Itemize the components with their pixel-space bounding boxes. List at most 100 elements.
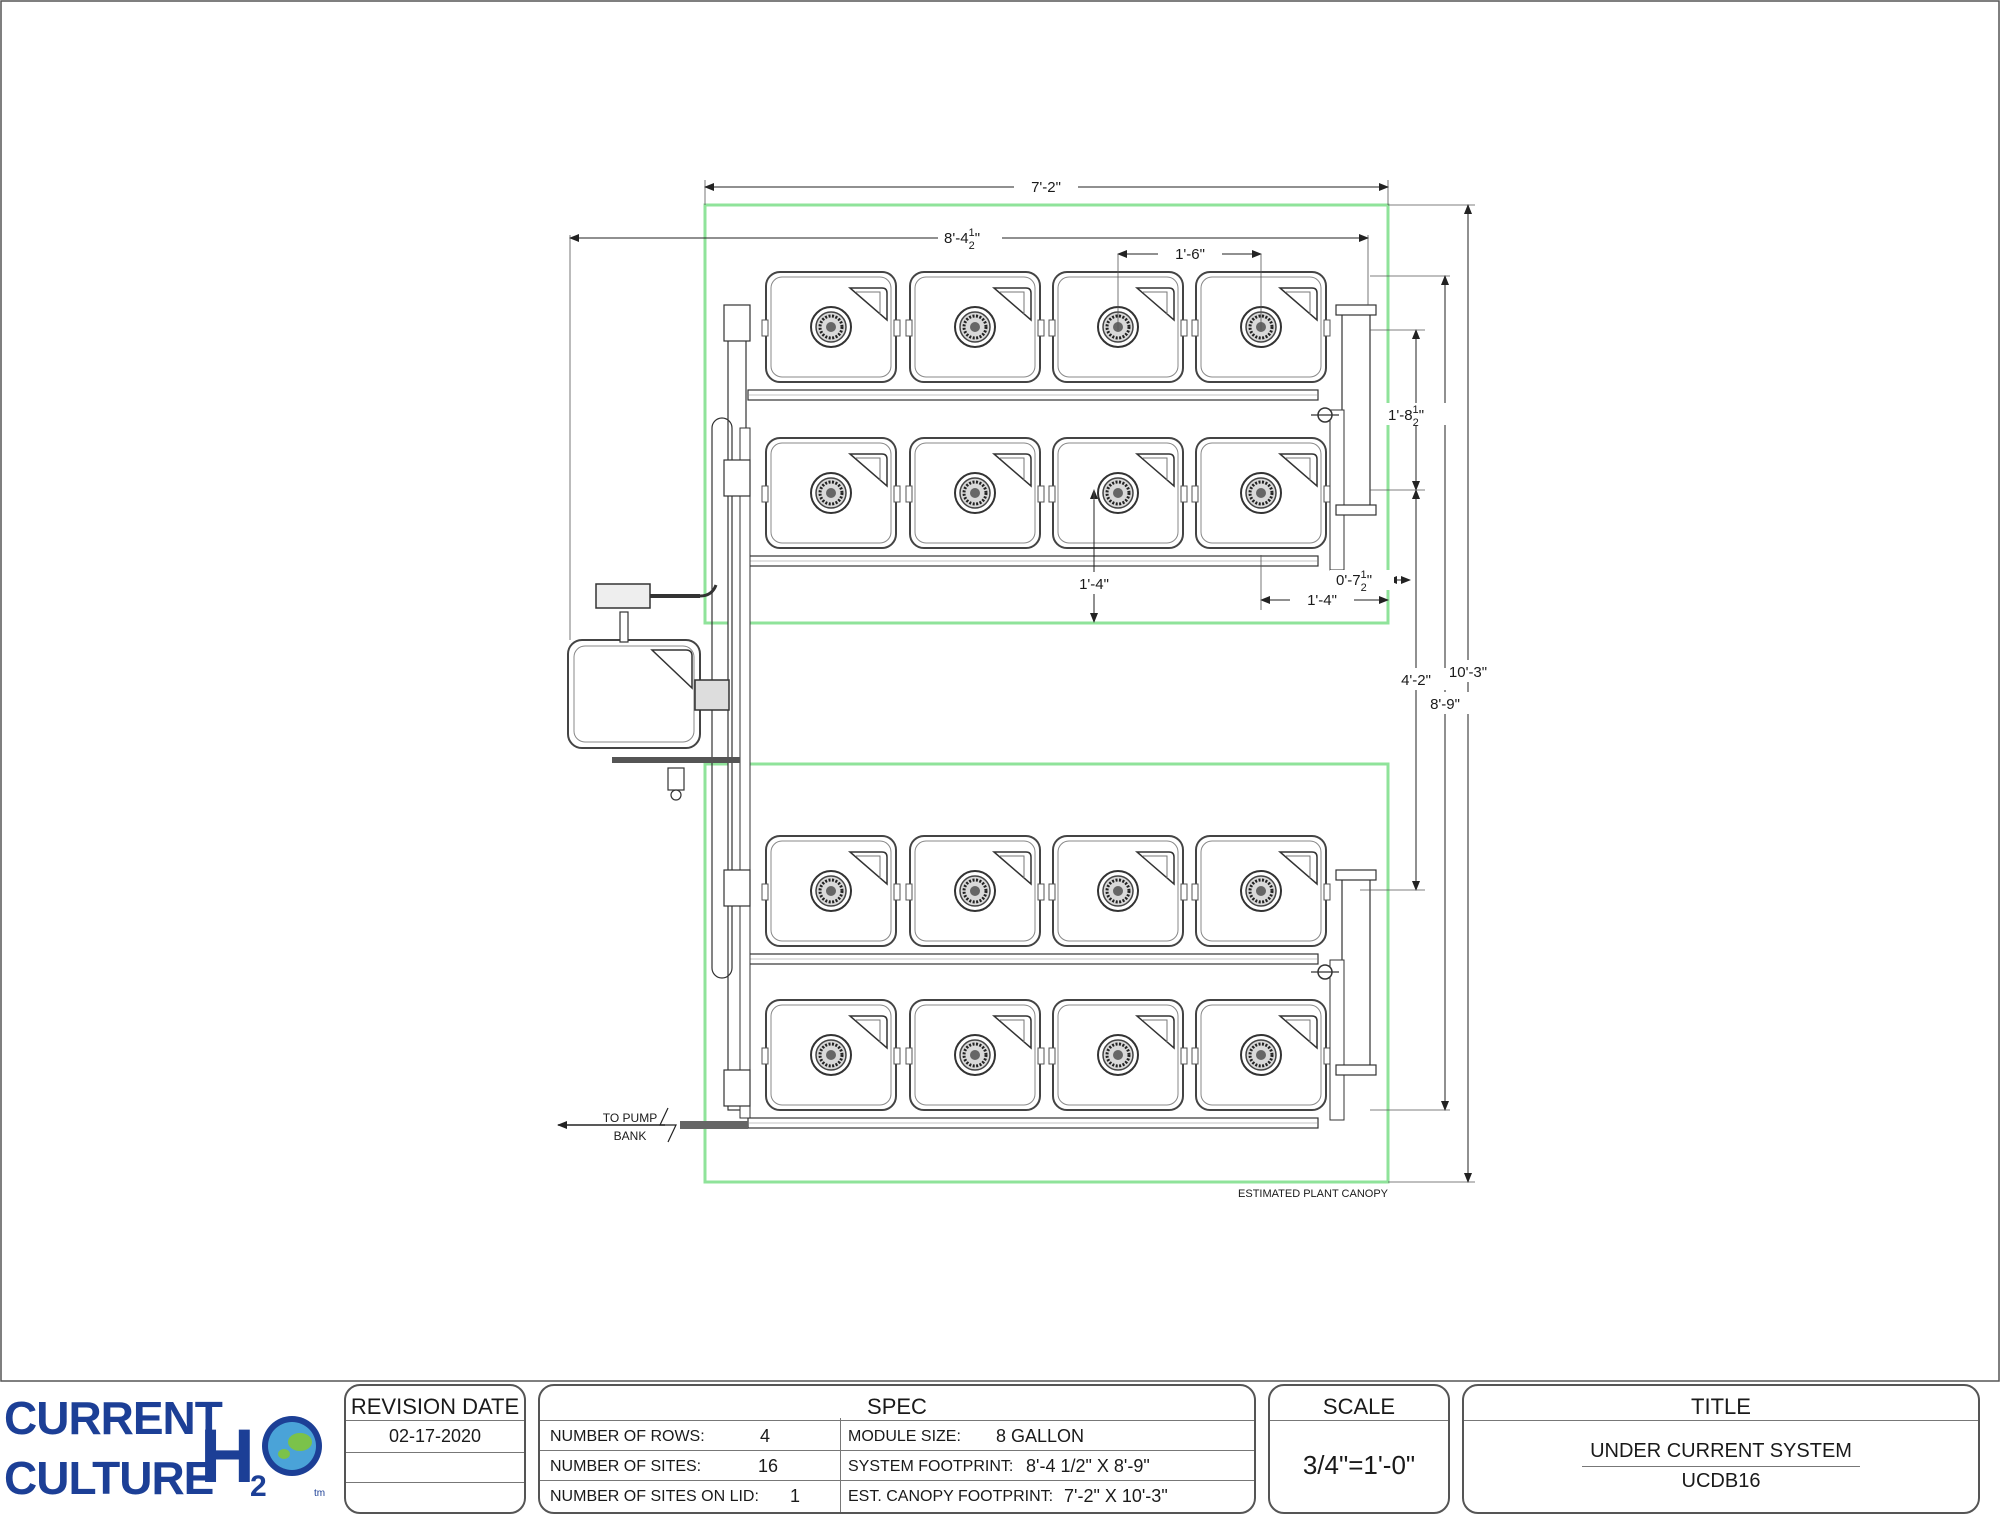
dim-row-offset-label: 1'-4" — [1079, 576, 1109, 593]
grow-site — [760, 834, 902, 948]
grow-site — [1190, 834, 1332, 948]
dim-system-length-label: 8'-9" — [1430, 696, 1460, 713]
bucket-outlet-fitting — [694, 679, 730, 711]
grow-site — [1047, 834, 1189, 948]
scale-box: SCALE 3/4"=1'-0" — [1268, 1384, 1450, 1514]
bucket-lid-corner — [650, 649, 693, 690]
dim-system-width-label-den: 2 — [969, 240, 975, 252]
grow-site — [760, 436, 902, 550]
module-label: MODULE SIZE: — [848, 1428, 961, 1445]
title-code: UCDB16 — [1681, 1470, 1761, 1492]
rows-label: NUMBER OF ROWS: — [550, 1428, 705, 1445]
dim-side-clearance-label: 1'-4" — [1307, 592, 1337, 609]
grow-site — [904, 436, 1046, 550]
dim-edge-offset-label-inch: " — [1367, 572, 1372, 589]
spec-header: SPEC — [867, 1394, 927, 1419]
sites-label: NUMBER OF SITES: — [550, 1458, 702, 1475]
right-riser-bottom — [1329, 959, 1345, 1121]
canopy-label: ESTIMATED PLANT CANOPY — [1238, 1188, 1389, 1200]
grow-site — [904, 998, 1046, 1112]
drain-valve-handle — [670, 789, 682, 801]
dim-row-spacing-label-den: 2 — [1413, 417, 1419, 429]
rows-value: 4 — [760, 1426, 771, 1446]
right-riser-top — [1329, 409, 1345, 571]
dim-row-gap-label-bg — [1386, 668, 1446, 690]
float-valve-elbow — [699, 584, 718, 598]
footprint-value: 8'-4 1/2" X 8'-9" — [1026, 1456, 1150, 1476]
dim-top-height-label-bg — [1438, 660, 1498, 682]
dim-system-length-label-bg — [1415, 692, 1475, 714]
lid-label: NUMBER OF SITES ON LID: — [550, 1488, 759, 1505]
right-manifold-top — [1341, 309, 1371, 511]
logo: CURRENT CULTURE H 2 tm — [0, 1384, 340, 1514]
dim-overall-width-label-bg — [1014, 177, 1078, 197]
canopy-outline-bottom — [703, 762, 1390, 1184]
logo-line-1: CURRENT — [4, 1392, 223, 1444]
pump-label-2: BANK — [614, 1129, 647, 1143]
manifold-cap — [1335, 304, 1377, 316]
dim-top-height-label: 10'-3" — [1449, 664, 1487, 681]
grow-site — [904, 834, 1046, 948]
title-name: UNDER CURRENT SYSTEM — [1590, 1440, 1852, 1462]
float-valve-body — [595, 583, 651, 609]
dim-edge-offset-label-bg — [1330, 570, 1394, 590]
manifold-fitting — [723, 1069, 751, 1107]
grow-site — [1047, 998, 1189, 1112]
dim-site-spacing-label: 1'-6" — [1175, 246, 1205, 263]
dim-row-spacing-label-num: 1 — [1413, 404, 1419, 416]
revision-date: 02-17-2020 — [388, 1426, 482, 1446]
manifold-fitting — [723, 304, 751, 342]
grow-site — [760, 998, 902, 1112]
float-valve-stem — [619, 611, 629, 643]
module-value: 8 GALLON — [996, 1426, 1085, 1446]
title-box: TITLE UNDER CURRENT SYSTEM UCDB16 — [1462, 1384, 1980, 1514]
page-border — [0, 0, 2000, 1382]
grow-site — [1190, 436, 1332, 550]
grow-site — [1190, 998, 1332, 1112]
dim-row-spacing-label-inch: " — [1419, 407, 1424, 424]
right-manifold-bottom — [1341, 871, 1371, 1073]
scale-header: SCALE — [1322, 1394, 1396, 1419]
current-culture-logo: CURRENT CULTURE H 2 tm — [4, 1392, 325, 1504]
spec-box: SPEC NUMBER OF ROWS: 4 NUMBER OF SITES: … — [538, 1384, 1256, 1514]
dim-side-clearance-label-bg — [1290, 590, 1354, 610]
lid-value: 1 — [790, 1486, 801, 1506]
dim-row-gap-label: 4'-2" — [1401, 672, 1431, 689]
drain-valve-icon — [667, 767, 685, 791]
canopy-value: 7'-2" X 10'-3" — [1064, 1486, 1168, 1506]
title-header: TITLE — [1691, 1394, 1751, 1419]
grow-site — [904, 270, 1046, 384]
dim-overall-width-label: 7'-2" — [1031, 179, 1061, 196]
canopy-label: EST. CANOPY FOOTPRINT: — [848, 1488, 1054, 1505]
dim-row-spacing-label-bg — [1386, 403, 1446, 425]
revision-box: REVISION DATE 02-17-2020 — [344, 1384, 526, 1514]
grow-site — [1047, 436, 1189, 550]
pump-label-1: TO PUMP — [603, 1111, 657, 1125]
manifold-cap — [1335, 1064, 1377, 1076]
grow-site — [760, 270, 902, 384]
logo-2-mark: 2 — [250, 1470, 267, 1503]
sites-value: 16 — [758, 1456, 779, 1476]
break-symbol — [659, 1107, 677, 1143]
manifold-cap — [1335, 869, 1377, 881]
footprint-label: SYSTEM FOOTPRINT: — [848, 1458, 1014, 1475]
manifold-fitting — [723, 459, 751, 497]
dim-system-width-label-num: 1 — [969, 227, 975, 239]
controller-bucket-inner — [573, 645, 695, 743]
dim-row-offset-label-bg — [1064, 572, 1124, 594]
dim-system-width-label-bg — [938, 228, 1002, 248]
dim-site-spacing-label-bg — [1158, 244, 1222, 264]
manifold-fitting — [723, 869, 751, 907]
manifold-cap — [1335, 504, 1377, 516]
dim-edge-offset-label-den: 2 — [1361, 582, 1367, 594]
dim-system-width-label-inch: " — [975, 230, 980, 247]
left-feed-pipe — [739, 427, 751, 1119]
dim-edge-offset-label-num: 1 — [1361, 569, 1367, 581]
revision-header: REVISION DATE — [350, 1394, 520, 1419]
scale-value: 3/4"=1'-0" — [1302, 1450, 1416, 1480]
logo-line-2: CULTURE — [4, 1452, 213, 1504]
trademark-mark: tm — [314, 1488, 325, 1499]
